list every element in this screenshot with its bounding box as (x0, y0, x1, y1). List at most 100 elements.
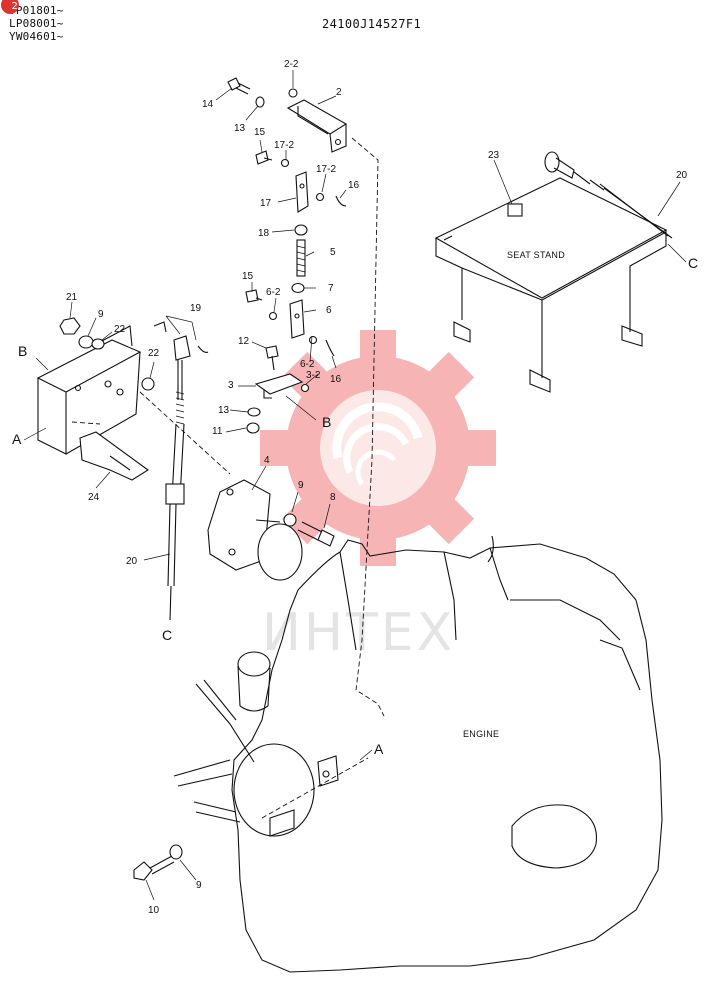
clevis-19 (153, 321, 209, 361)
link-line-a-engine (261, 757, 369, 819)
label-2-2: 2-2 (284, 59, 299, 70)
pin-16-top (335, 195, 347, 207)
bracket-2 (286, 99, 348, 153)
link-line (351, 137, 385, 717)
label-8: 8 (330, 492, 336, 503)
label-22: 22 (114, 324, 126, 335)
nut-6-2 (268, 311, 278, 321)
nut-17-2-left (280, 158, 290, 168)
bracket-24 (79, 431, 149, 481)
label-6: 6 (326, 305, 332, 316)
engine-label: ENGINE (463, 729, 499, 739)
pin-16-mid (325, 339, 335, 357)
connection-b-left: B (18, 343, 27, 359)
lever-3 (254, 373, 304, 399)
connection-b-right: B (322, 414, 331, 430)
washer-9-right (283, 513, 297, 527)
stop-cable-knob (544, 151, 673, 239)
label-22: 22 (148, 348, 160, 359)
label-16: 16 (348, 180, 360, 191)
watermark-text: ИНТЕХ (262, 603, 455, 663)
label-4: 4 (264, 455, 270, 466)
connection-a-engine: A (374, 741, 384, 757)
label-15: 15 (254, 127, 266, 138)
washer-13-top (255, 96, 265, 108)
label-21: 21 (66, 292, 78, 303)
leader-lines (23, 70, 687, 901)
serial-number-range: YW04601~ (9, 31, 64, 43)
stop-cable-lower (165, 360, 185, 621)
label-17-2: 17-2 (316, 164, 336, 175)
seat-stand-label: SEAT STAND (507, 250, 565, 260)
connection-c-bottom: C (162, 627, 172, 643)
label-6-2: 6-2 (266, 287, 281, 298)
serial-number-2: LP08001~ (9, 17, 64, 30)
serial-number-1: YP01801~ (9, 4, 64, 17)
label-3-2: 3-2 (306, 370, 321, 381)
bolt-10 (133, 855, 175, 881)
nut-2-2 (288, 88, 298, 98)
label-19: 19 (190, 303, 202, 314)
bolt-14 (227, 77, 251, 95)
nut-22-right (141, 377, 155, 391)
serial-number-range: 2 YP01801~ (1, 0, 64, 17)
bolt-12 (265, 345, 279, 371)
drawing-number: 24100J14527F1 (322, 17, 422, 31)
label-17: 17 (260, 198, 272, 209)
label-5: 5 (330, 247, 336, 258)
nut-7 (291, 282, 305, 294)
bolt-15-top (255, 150, 273, 165)
link-line-b (139, 391, 231, 475)
stud-5 (296, 239, 306, 277)
label-17-2: 17-2 (274, 140, 294, 151)
washer-9-left (78, 335, 94, 349)
connection-c-right: C (688, 255, 698, 271)
label-9: 9 (98, 309, 104, 320)
label-13: 13 (218, 405, 230, 416)
nut-18 (294, 224, 308, 236)
washer-9-bottom (169, 844, 183, 860)
label-14: 14 (202, 99, 214, 110)
bolt-15-mid (245, 289, 263, 303)
label-9: 9 (298, 480, 304, 491)
link-line-a (71, 421, 101, 425)
label-11: 11 (212, 426, 223, 437)
lever-17 (295, 171, 309, 213)
label-7: 7 (328, 283, 334, 294)
label-23: 23 (488, 150, 500, 161)
bolt-8 (297, 521, 335, 547)
label-16: 16 (330, 374, 342, 385)
label-10: 10 (148, 905, 160, 916)
engine: ENGINE (173, 535, 663, 973)
decal-23 (507, 203, 523, 217)
label-18: 18 (258, 228, 270, 239)
label-20: 20 (126, 556, 138, 567)
seat-stand: SEAT STAND (434, 177, 668, 393)
nut-17-2-right (315, 192, 325, 202)
label-6-2: 6-2 (300, 359, 315, 370)
connection-labels: B A B C A C (12, 255, 698, 757)
part-number-labels: 2-2 2 14 13 15 17-2 17-2 16 17 18 5 15 6… (66, 59, 688, 916)
connection-a-left: A (12, 431, 22, 447)
page-badge: 2 (1, 0, 19, 14)
bracket-assembly (36, 325, 142, 455)
nut-6-2-right (308, 335, 318, 345)
serial-number-3: YW04601~ (9, 30, 64, 43)
nut-11 (246, 422, 260, 434)
label-3: 3 (228, 380, 234, 391)
label-24: 24 (88, 492, 100, 503)
solenoid-4 (207, 479, 303, 581)
oil-filter (237, 651, 271, 677)
washer-13-mid (247, 407, 261, 417)
label-2: 2 (336, 87, 342, 98)
serial-number-range: LP08001~ (9, 18, 64, 30)
label-15: 15 (242, 271, 254, 282)
nut-22-left (91, 338, 105, 350)
label-12: 12 (238, 336, 250, 347)
lever-6 (289, 299, 305, 339)
nut-21 (59, 317, 81, 335)
label-13: 13 (234, 123, 246, 134)
label-20: 20 (676, 170, 688, 181)
